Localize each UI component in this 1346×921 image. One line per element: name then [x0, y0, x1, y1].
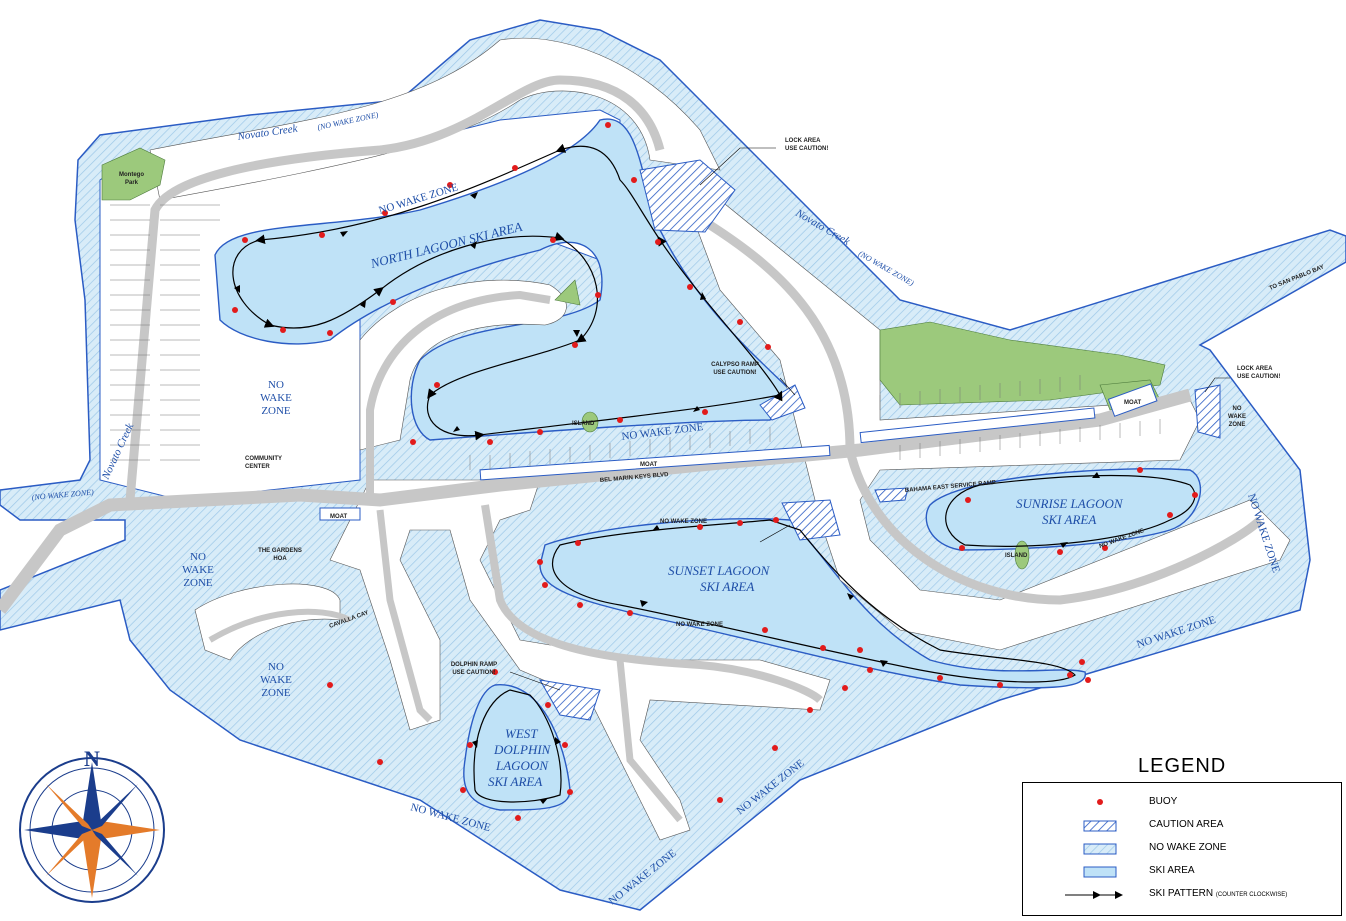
- callout-island-sunrise: ISLAND: [1005, 553, 1028, 559]
- legend-ski-pattern-label: SKI PATTERN (COUNTER CLOCKWISE): [1149, 888, 1287, 899]
- moat-northeast: [1107, 383, 1158, 417]
- island-sunrise-shape: [1014, 540, 1030, 570]
- road-south-spur: [616, 659, 683, 823]
- label-sunset-1: SUNSET LAGOON: [668, 563, 771, 578]
- caution-area-icon: [1083, 819, 1117, 832]
- callout-leaders: [509, 147, 1230, 691]
- callout-lock-top-2: USE CAUTION!: [785, 146, 828, 152]
- legend-buoy-label: BUOY: [1149, 796, 1178, 807]
- caution-dolphin: [539, 679, 601, 721]
- label-nwz-left-2: WAKE: [260, 392, 292, 404]
- ski-pattern-sunset: [551, 519, 1076, 683]
- label-nwz-right-2: WAKE: [1228, 414, 1246, 420]
- callout-calypso-1: CALYPSO RAMP: [711, 362, 759, 368]
- legend-ski-pattern-note: (COUNTER CLOCKWISE): [1215, 892, 1288, 898]
- callout-dolphin-1: DOLPHIN RAMP: [451, 662, 497, 668]
- montego-park: [101, 147, 166, 201]
- compass-north-label: N: [84, 746, 100, 771]
- ski-area-icon: [1083, 865, 1117, 878]
- label-nwz-s-1: NO: [268, 661, 284, 673]
- label-dolphin-3: LAGOON: [495, 758, 549, 773]
- buoys: [232, 122, 1198, 821]
- legend-no-wake-label: NO WAKE ZONE: [1149, 842, 1227, 853]
- label-dolphin-4: SKI AREA: [488, 774, 542, 789]
- label-nwz-right-1: NO: [1233, 406, 1242, 412]
- ski-pattern-arrow-icon: [1063, 888, 1123, 900]
- road-south: [481, 504, 823, 704]
- ski-pattern-sunrise: [945, 474, 1196, 547]
- sunset-lagoon: [539, 518, 1086, 689]
- label-nwz-s-2: WAKE: [260, 674, 292, 686]
- label-nwz-right-3: ZONE: [1229, 422, 1246, 428]
- callout-moat-west: MOAT: [330, 514, 348, 520]
- sunrise-lagoon: [925, 468, 1201, 551]
- callout-gardens-2: HOA: [273, 556, 287, 562]
- label-nwz-s-3: ZONE: [261, 687, 291, 699]
- legend-row-ski-pattern: SKI PATTERN (COUNTER CLOCKWISE): [1023, 885, 1341, 905]
- ski-pattern-dolphin: [473, 689, 562, 803]
- east-park: [879, 321, 1166, 406]
- ski-pattern-arrows: [234, 192, 1100, 804]
- callout-gardens-1: THE GARDENS: [258, 548, 302, 554]
- legend-row-ski-area: SKI AREA: [1023, 862, 1341, 882]
- caution-lock-right: [1194, 384, 1221, 439]
- label-nwz-sunset: NO WAKE ZONE: [660, 519, 707, 525]
- legend: BUOY CAUTION AREA NO WAKE ZONE SKI AREA …: [1022, 782, 1342, 916]
- callout-calypso-2: USE CAUTION!: [713, 370, 756, 376]
- label-nwz-sw-3: ZONE: [183, 577, 213, 589]
- callout-lock-right-2: USE CAUTION!: [1237, 374, 1280, 380]
- road-cavalla: [376, 509, 433, 723]
- callout-lock-top-1: LOCK AREA: [785, 138, 821, 144]
- legend-caution-label: CAUTION AREA: [1149, 819, 1224, 830]
- moat-west: [319, 507, 361, 521]
- legend-ski-area-label: SKI AREA: [1149, 865, 1195, 876]
- road-west-loop: [125, 75, 665, 501]
- label-dolphin-2: DOLPHIN: [493, 742, 552, 757]
- label-nwz-left-1: NO: [268, 379, 284, 391]
- callout-moat-ne: MOAT: [1124, 400, 1142, 406]
- road-bel-marin: [0, 388, 1192, 614]
- callout-lock-right-1: LOCK AREA: [1237, 366, 1273, 372]
- legend-row-caution: CAUTION AREA: [1023, 816, 1341, 836]
- moat-east: [859, 407, 1096, 444]
- legend-ski-pattern-text: SKI PATTERN: [1149, 888, 1214, 899]
- legend-row-no-wake: NO WAKE ZONE: [1023, 839, 1341, 859]
- buoy-icon: [1083, 796, 1117, 808]
- callout-community-2: CENTER: [245, 464, 270, 470]
- label-nwz-sw-2: WAKE: [182, 564, 214, 576]
- label-sunrise-1: SUNRISE LAGOON: [1016, 496, 1124, 511]
- label-dolphin-1: WEST: [505, 726, 538, 741]
- no-wake-zone-icon: [1083, 842, 1117, 855]
- label-sunset-2: SKI AREA: [700, 579, 754, 594]
- callout-montego-1: Montego: [119, 172, 144, 178]
- callout-montego-2: Park: [125, 180, 139, 186]
- ski-pattern-north: [232, 143, 783, 441]
- legend-row-buoy: BUOY: [1023, 793, 1341, 813]
- label-sunrise-2: SKI AREA: [1042, 512, 1096, 527]
- caution-bahama: [874, 487, 909, 503]
- label-nwz-sunset-south: NO WAKE ZONE: [676, 622, 723, 628]
- road-east-arc: [707, 221, 1264, 605]
- legend-title: LEGEND: [1138, 755, 1227, 777]
- callout-island-north: ISLAND: [572, 421, 595, 427]
- lot-ticks: [110, 204, 1161, 470]
- callout-community-1: COMMUNITY: [245, 456, 282, 462]
- west-dolphin-lagoon: [463, 684, 571, 811]
- label-nwz-left-3: ZONE: [261, 405, 291, 417]
- callout-moat-central: MOAT: [640, 462, 658, 468]
- callout-dolphin-2: USE CAUTION!: [452, 670, 495, 676]
- land-sw: [194, 583, 341, 661]
- compass-rose: [19, 757, 165, 903]
- road-sw: [208, 608, 352, 643]
- moat-central: [479, 444, 831, 481]
- label-nwz-sw-1: NO: [190, 551, 206, 563]
